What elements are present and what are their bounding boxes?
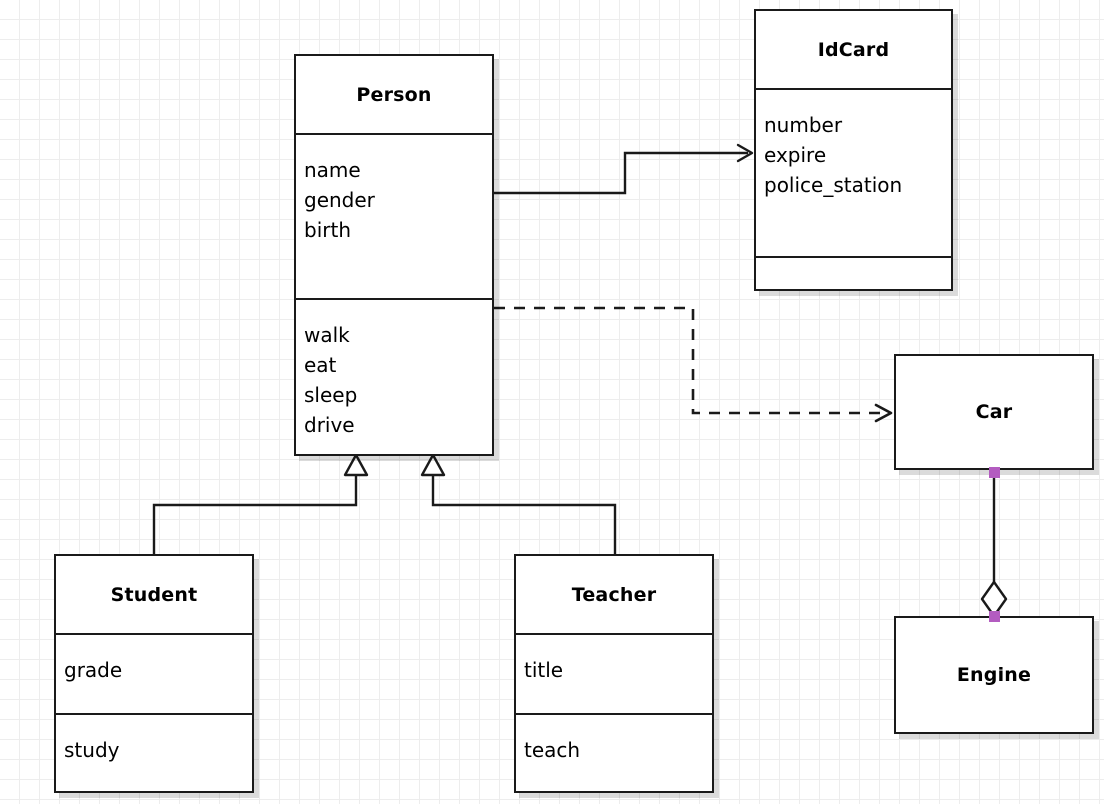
attribute-item: name [304,158,361,182]
attribute-list: name gender birth [304,155,484,245]
class-attributes-compartment: number expire police_station [756,88,951,256]
attribute-list: title [524,655,704,685]
class-title-compartment: Student [56,556,252,633]
attribute-item: expire [764,143,827,167]
attribute-item: gender [304,188,375,212]
class-name-person: Person [356,83,432,106]
class-box-person[interactable]: Person name gender birth walk eat sleep … [294,54,494,456]
attribute-list: number expire police_station [764,110,943,200]
class-name-idcard: IdCard [817,38,890,61]
class-title-compartment: Teacher [516,556,712,633]
class-title-compartment: Engine [896,618,1092,732]
class-box-car[interactable]: Car [894,354,1094,470]
class-box-idcard[interactable]: IdCard number expire police_station [754,9,953,291]
class-operations-compartment [756,256,951,289]
class-box-teacher[interactable]: Teacher title teach [514,554,714,793]
attribute-item: birth [304,218,351,242]
edge-student-person[interactable] [152,453,369,554]
operation-list: walk eat sleep drive [304,320,484,440]
operation-list: teach [524,735,704,765]
operation-item: teach [524,738,581,762]
edge-car-engine[interactable] [980,470,1008,618]
selection-handle-car-end[interactable] [988,466,1000,478]
attribute-item: title [524,658,564,682]
class-operations-compartment: walk eat sleep drive [296,298,492,454]
class-title-compartment: Car [896,356,1092,468]
class-attributes-compartment: grade [56,633,252,713]
operation-item: eat [304,353,337,377]
class-box-engine[interactable]: Engine [894,616,1094,734]
operation-item: drive [304,413,355,437]
class-attributes-compartment: title [516,633,712,713]
attribute-list: grade [64,655,244,685]
class-title-compartment: Person [296,56,492,133]
class-name-engine: Engine [956,664,1032,686]
class-name-car: Car [975,401,1013,423]
operation-list: study [64,735,244,765]
edge-teacher-person[interactable] [420,453,617,554]
class-box-student[interactable]: Student grade study [54,554,254,793]
class-name-teacher: Teacher [571,583,657,606]
selection-handle-engine-end[interactable] [988,610,1000,622]
operation-item: walk [304,323,350,347]
class-attributes-compartment: name gender birth [296,133,492,298]
operation-item: study [64,738,120,762]
edge-person-car[interactable] [494,306,893,423]
class-operations-compartment: teach [516,713,712,791]
operation-item: sleep [304,383,358,407]
attribute-item: police_station [764,173,903,197]
edge-person-idcard[interactable] [494,143,754,195]
attribute-item: grade [64,658,123,682]
attribute-item: number [764,113,843,137]
class-title-compartment: IdCard [756,11,951,88]
class-operations-compartment: study [56,713,252,791]
class-name-student: Student [110,583,198,606]
